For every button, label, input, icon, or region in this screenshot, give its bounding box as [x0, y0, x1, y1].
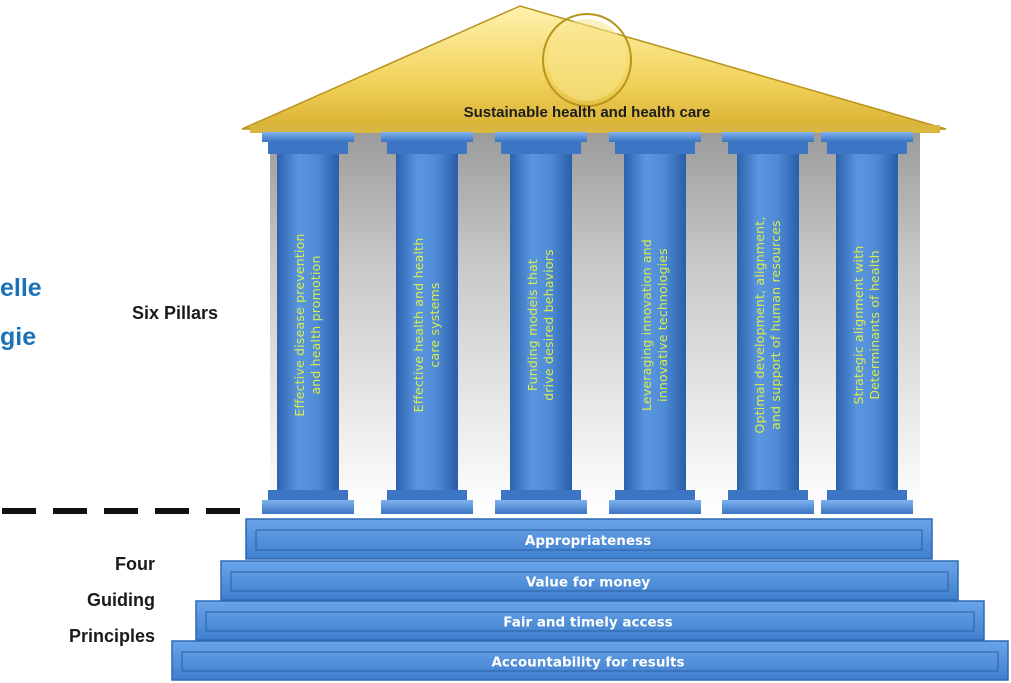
pillar-shaft [510, 154, 572, 490]
pillar-shaft [624, 154, 686, 490]
pillar-base [728, 490, 808, 500]
step-block [195, 600, 985, 641]
guiding-principles-label-line-3: Principles [69, 626, 155, 646]
pillar-plinth [495, 500, 587, 514]
pillar-base [387, 490, 467, 500]
pillar-label-line: innovative technologies [655, 248, 670, 402]
pillar-gap-background [270, 128, 920, 512]
pillar-label-2: Effective health and healthcare systems [411, 238, 442, 413]
pillar-capital [821, 132, 913, 142]
step-inner-frame [255, 529, 923, 551]
pillar-capital [495, 132, 587, 142]
pillar-label-line: Effective health and health [411, 238, 426, 413]
pillar-label-line: care systems [427, 282, 442, 367]
pillar-capital-lower [268, 142, 348, 154]
pillar-label-line: Determinants of health [867, 250, 882, 399]
pillar-plinth [722, 500, 814, 514]
step-block [220, 560, 959, 601]
pillar-shaft [277, 154, 339, 490]
pillar-label-line: Optimal development, alignment, [752, 216, 767, 433]
pillar-plinth [609, 500, 701, 514]
pillar-1: Effective disease preventionand health p… [262, 132, 354, 514]
step-2: Value for money [220, 560, 959, 601]
pillar-plinth [821, 500, 913, 514]
pillar-base [268, 490, 348, 500]
pillar-base [501, 490, 581, 500]
step-inner-frame [230, 571, 949, 592]
pillar-6: Strategic alignment withDeterminants of … [821, 132, 913, 514]
pillar-3: Funding models thatdrive desired behavio… [495, 132, 587, 514]
pillar-capital [381, 132, 473, 142]
pillar-label-line: and health promotion [308, 255, 323, 394]
roof-title: Sustainable health and health care [464, 104, 711, 121]
pillar-capital-lower [615, 142, 695, 154]
step-inner-frame [181, 651, 999, 672]
pillar-label-4: Leveraging innovation andinnovative tech… [639, 239, 670, 411]
pillar-base [615, 490, 695, 500]
step-label: Accountability for results [491, 655, 684, 671]
roof: Sustainable health and health care [241, 5, 947, 133]
pillar-label-line: Strategic alignment with [851, 246, 866, 405]
pillar-4: Leveraging innovation andinnovative tech… [609, 132, 701, 514]
pillar-capital [609, 132, 701, 142]
step-inner-frame [205, 611, 975, 632]
pillar-label-line: Funding models that [525, 259, 540, 391]
pillars: Effective disease preventionand health p… [262, 132, 913, 514]
pillar-label-6: Strategic alignment withDeterminants of … [851, 246, 882, 405]
guiding-principles-label-line-2: Guiding [87, 590, 155, 610]
pillar-2: Effective health and healthcare systems [381, 132, 473, 514]
step-block [245, 518, 933, 560]
step-4: Accountability for results [171, 640, 1009, 681]
pillar-base [827, 490, 907, 500]
cut-off-text-line-2: gie [0, 323, 36, 351]
pillar-label-line: Leveraging innovation and [639, 239, 654, 411]
cut-off-text-line-1: elle [0, 274, 42, 302]
step-label: Fair and timely access [503, 615, 672, 631]
pillar-label-1: Effective disease preventionand health p… [292, 233, 323, 416]
guiding-principles-label-line-1: Four [115, 554, 155, 574]
roof-medallion [542, 13, 632, 107]
step-label: Appropriateness [525, 533, 651, 549]
pillar-shaft [836, 154, 898, 490]
pillar-capital-lower [827, 142, 907, 154]
pillar-capital [722, 132, 814, 142]
pillar-label-5: Optimal development, alignment,and suppo… [752, 216, 783, 433]
pillar-capital [262, 132, 354, 142]
pillar-label-line: drive desired behaviors [541, 249, 556, 401]
pillar-label-line: Effective disease prevention [292, 233, 307, 416]
pillar-capital-lower [501, 142, 581, 154]
pillar-label-line: and support of human resources [768, 220, 783, 430]
pillar-shaft [737, 154, 799, 490]
step-3: Fair and timely access [195, 600, 985, 641]
pillar-plinth [381, 500, 473, 514]
pillar-capital-lower [728, 142, 808, 154]
pillar-label-3: Funding models thatdrive desired behavio… [525, 249, 556, 401]
step-1: Appropriateness [245, 518, 933, 560]
six-pillars-label: Six Pillars [132, 303, 218, 323]
pillar-capital-lower [387, 142, 467, 154]
step-label: Value for money [526, 575, 651, 591]
step-block [171, 640, 1009, 681]
pillar-shaft [396, 154, 458, 490]
pillar-5: Optimal development, alignment,and suppo… [722, 132, 814, 514]
pillar-plinth [262, 500, 354, 514]
